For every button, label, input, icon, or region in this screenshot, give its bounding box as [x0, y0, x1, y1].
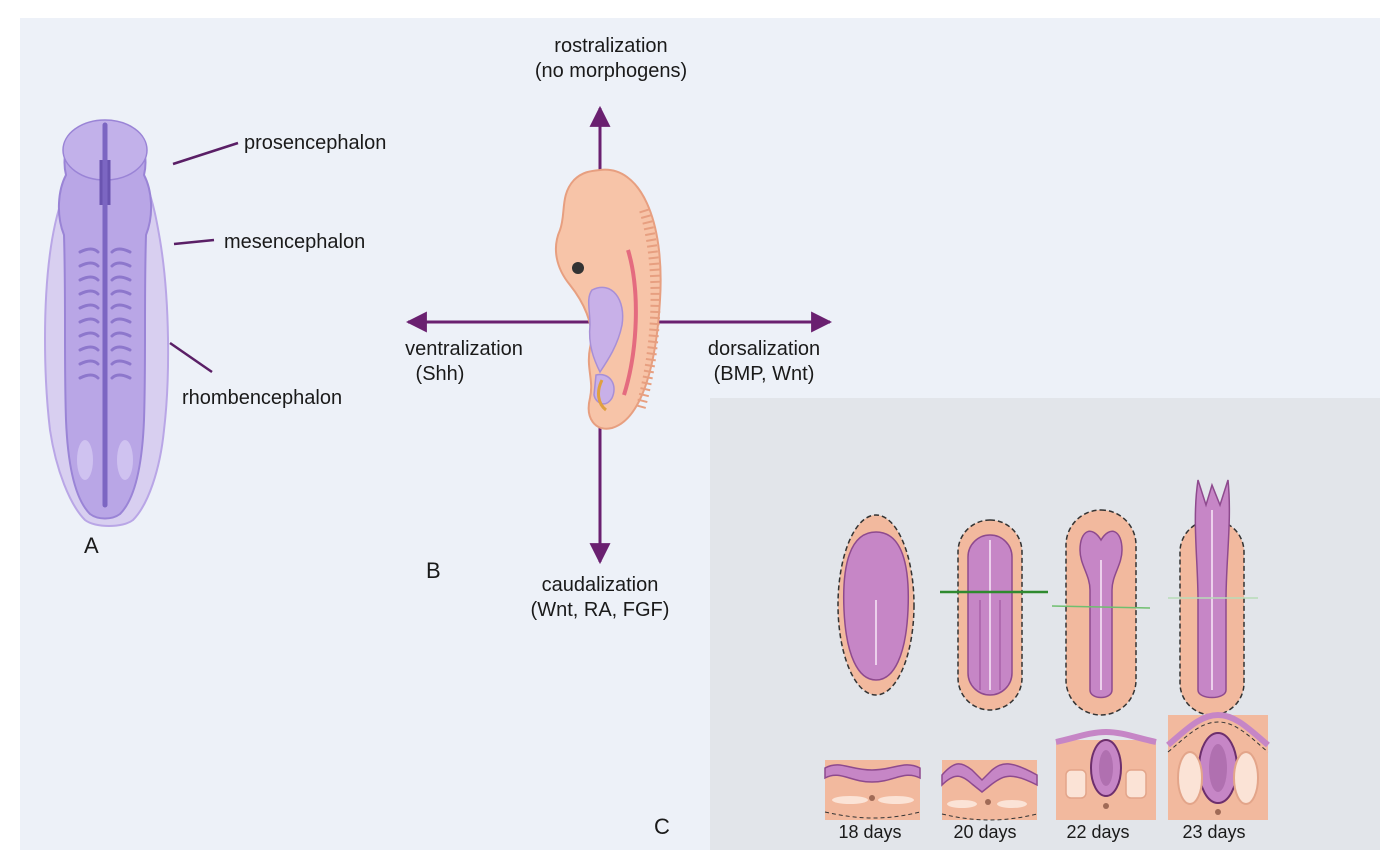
panel-c: 18 days 20 days 22 days 23 days C	[654, 398, 1380, 850]
stage-23-cross-section	[1166, 711, 1270, 820]
stage-18-cross-section	[824, 760, 921, 820]
stage-23-label: 23 days	[1182, 822, 1245, 842]
panel-c-background	[710, 398, 1380, 850]
label-prosencephalon: prosencephalon	[244, 132, 386, 154]
label-mesencephalon: mesencephalon	[224, 231, 365, 253]
stage-22-top-view	[1051, 509, 1151, 716]
neural-tube-illustration	[44, 119, 170, 527]
label-rhombencephalon: rhombencephalon	[182, 387, 342, 409]
panel-c-letter: C	[654, 814, 670, 839]
leader-line-rhombencephalon	[169, 341, 213, 374]
stage-18-label: 18 days	[838, 822, 901, 842]
stage-18-top-view	[837, 514, 915, 696]
stage-22-cross-section	[1055, 728, 1157, 820]
leader-line-mesencephalon	[173, 238, 215, 246]
panel-a: prosencephalon mesencephalon rhombenceph…	[44, 119, 386, 558]
caudal-label-title: caudalization	[542, 574, 659, 596]
panel-a-letter: A	[84, 533, 99, 558]
stage-20-label: 20 days	[953, 822, 1016, 842]
stage-22-label: 22 days	[1066, 822, 1129, 842]
ventral-label-factors: (Shh)	[416, 363, 465, 385]
embryo-illustration	[554, 168, 662, 430]
stage-23-top-view	[1168, 479, 1258, 716]
panel-b-letter: B	[426, 558, 441, 583]
ventral-label-title: ventralization	[405, 338, 523, 360]
stage-20-cross-section	[941, 760, 1038, 821]
dorsal-label-factors: (BMP, Wnt)	[714, 363, 815, 385]
panel-b: rostralization (no morphogens) ventraliz…	[405, 35, 833, 621]
rostral-label-factors: (no morphogens)	[535, 60, 687, 82]
caudal-label-factors: (Wnt, RA, FGF)	[531, 599, 670, 621]
stage-20-top-view	[940, 519, 1048, 711]
rostral-label-title: rostralization	[554, 35, 667, 57]
dorsal-label-title: dorsalization	[708, 338, 820, 360]
leader-line-prosencephalon	[172, 141, 239, 166]
section-line-22	[1051, 605, 1151, 609]
